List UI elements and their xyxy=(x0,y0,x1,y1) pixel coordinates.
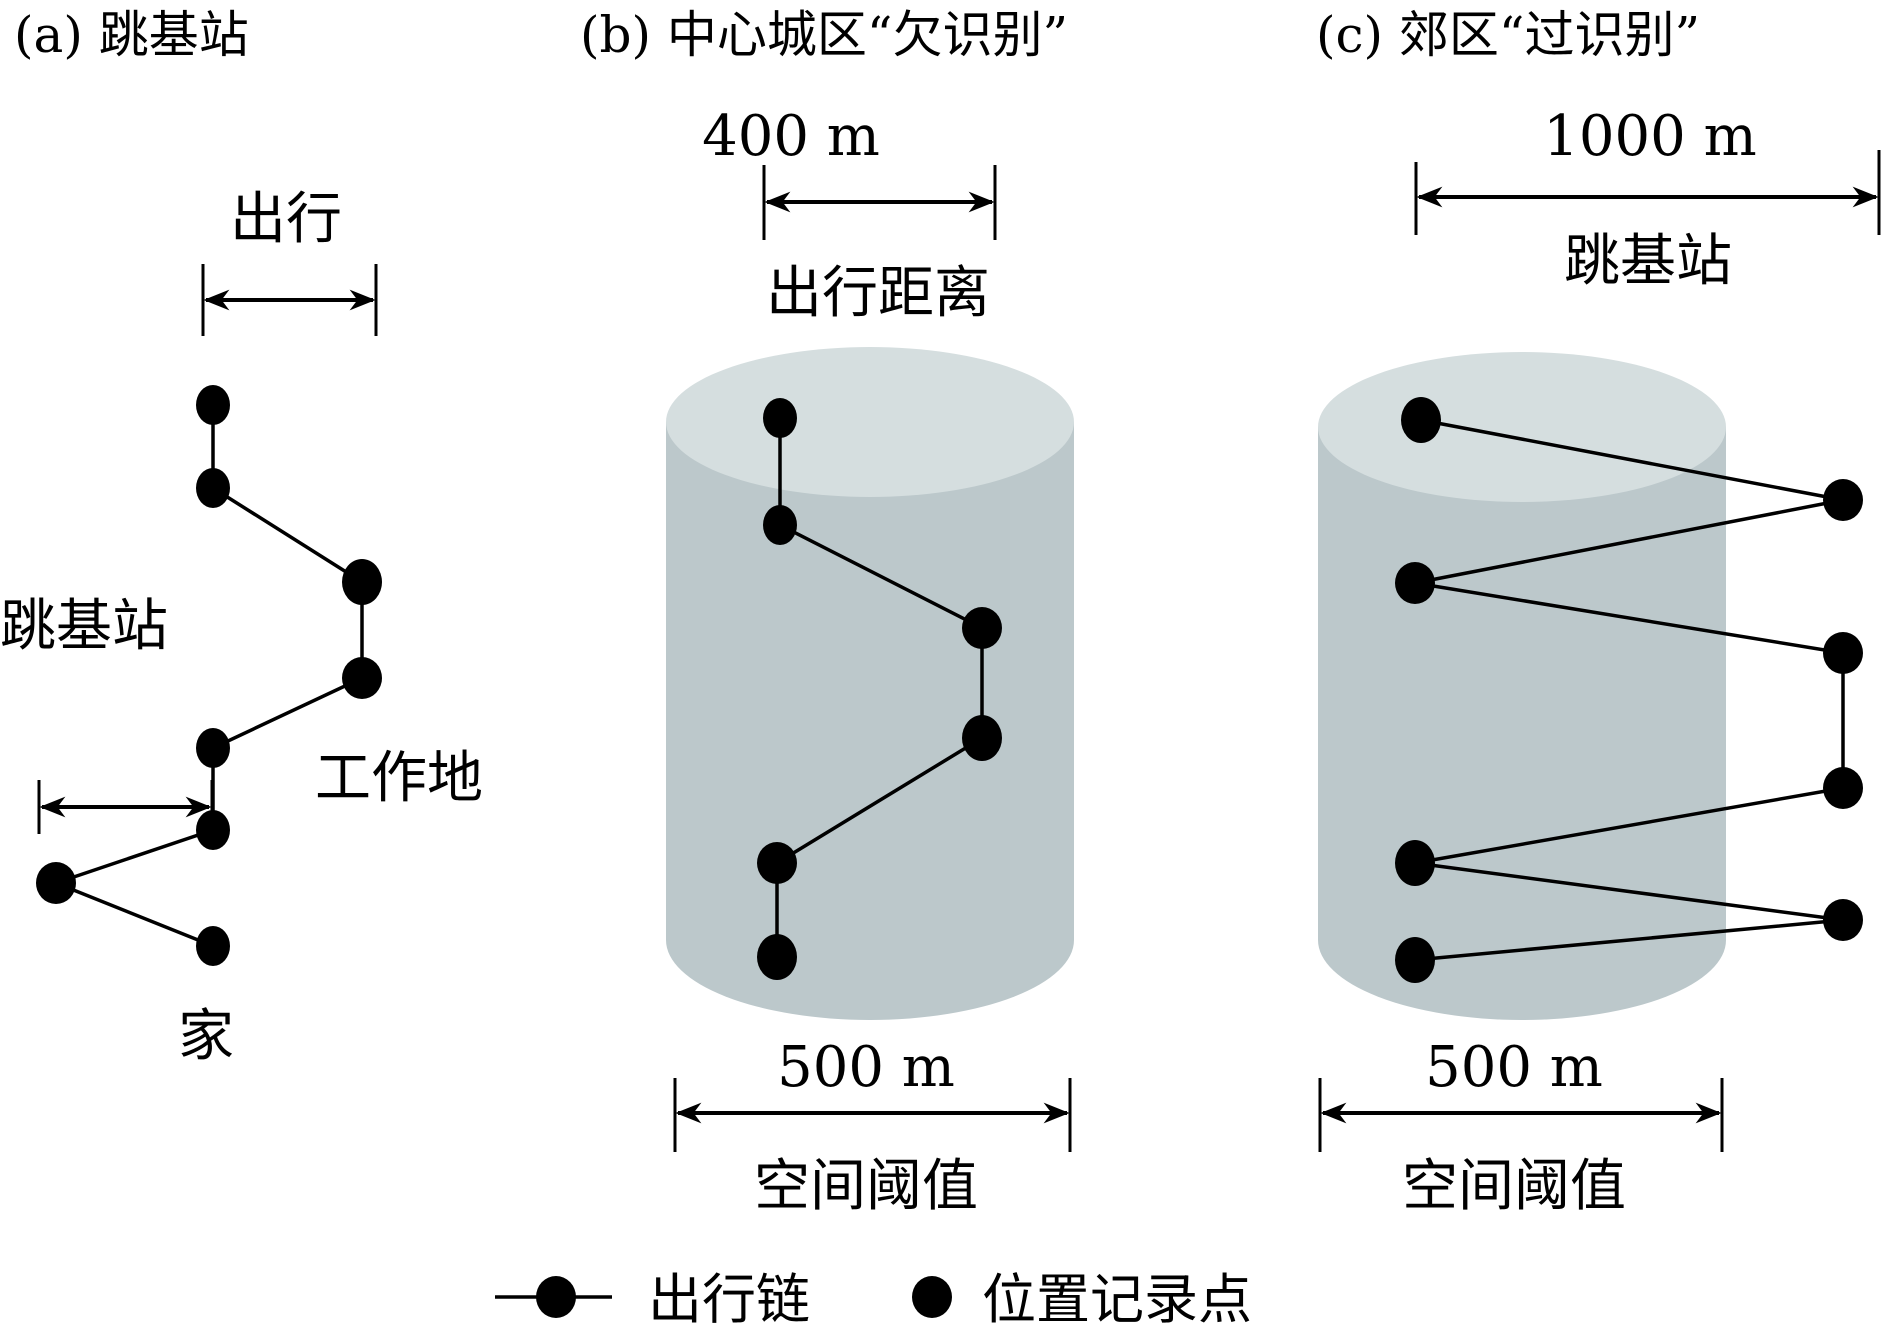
location-point xyxy=(1395,937,1435,983)
legend: 出行链 位置记录点 xyxy=(495,1268,1252,1331)
cylinder-body xyxy=(666,422,1074,1020)
panel-c-title: (c) 郊区“过识别” xyxy=(1316,6,1700,64)
threshold-label-c: 空间阈值 xyxy=(1402,1154,1626,1219)
cylinder-top xyxy=(666,347,1074,497)
location-point xyxy=(962,607,1002,649)
threshold-value-c: 500 m xyxy=(1425,1035,1603,1100)
location-point xyxy=(962,715,1002,761)
location-point xyxy=(342,657,382,699)
location-point xyxy=(196,728,230,768)
label-hop-station: 跳基站 xyxy=(0,594,168,659)
location-point xyxy=(196,926,230,966)
location-point xyxy=(36,862,76,904)
legend-chain-label: 出行链 xyxy=(648,1268,810,1331)
location-point xyxy=(763,505,797,545)
panel-a: (a) 跳基站 出行 跳基站 工作地 家 xyxy=(0,6,483,1069)
travel-chain-a xyxy=(50,405,364,948)
location-point xyxy=(1823,767,1863,809)
location-point xyxy=(342,559,382,605)
label-home: 家 xyxy=(178,1004,234,1069)
location-point xyxy=(763,398,797,438)
travel-distance-value: 400 m xyxy=(702,104,880,169)
threshold-value-b: 500 m xyxy=(777,1035,955,1100)
threshold-label-b: 空间阈值 xyxy=(754,1154,978,1219)
location-point xyxy=(196,810,230,850)
location-point xyxy=(1823,479,1863,521)
panel-a-title: (a) 跳基站 xyxy=(14,6,249,64)
travel-distance-label: 出行距离 xyxy=(766,261,990,326)
travel-chain-c xyxy=(1414,418,1845,962)
location-point xyxy=(196,468,230,508)
label-travel: 出行 xyxy=(230,187,342,252)
location-point xyxy=(757,934,797,980)
panel-c: (c) 郊区“过识别” 1000 m 跳基站 500 m 空间阈值 xyxy=(1316,6,1881,1219)
location-point xyxy=(196,385,230,425)
location-point xyxy=(1823,899,1863,941)
location-point xyxy=(1823,632,1863,674)
hop-label-c: 跳基站 xyxy=(1564,229,1732,294)
cylinder-top xyxy=(1318,352,1726,502)
label-workplace: 工作地 xyxy=(315,746,483,811)
panel-b: (b) 中心城区“欠识别” 400 m 出行距离 500 m 空间阈值 xyxy=(580,6,1074,1219)
location-point xyxy=(1395,562,1435,604)
panel-b-title: (b) 中心城区“欠识别” xyxy=(580,6,1068,64)
cylinder-body xyxy=(1318,427,1726,1020)
legend-chain-point xyxy=(536,1276,576,1318)
legend-point-icon xyxy=(912,1276,952,1318)
location-point xyxy=(1395,840,1435,886)
location-point xyxy=(757,842,797,884)
location-point xyxy=(1401,397,1441,443)
legend-point-label: 位置记录点 xyxy=(982,1268,1252,1331)
hop-distance-value: 1000 m xyxy=(1543,104,1756,169)
